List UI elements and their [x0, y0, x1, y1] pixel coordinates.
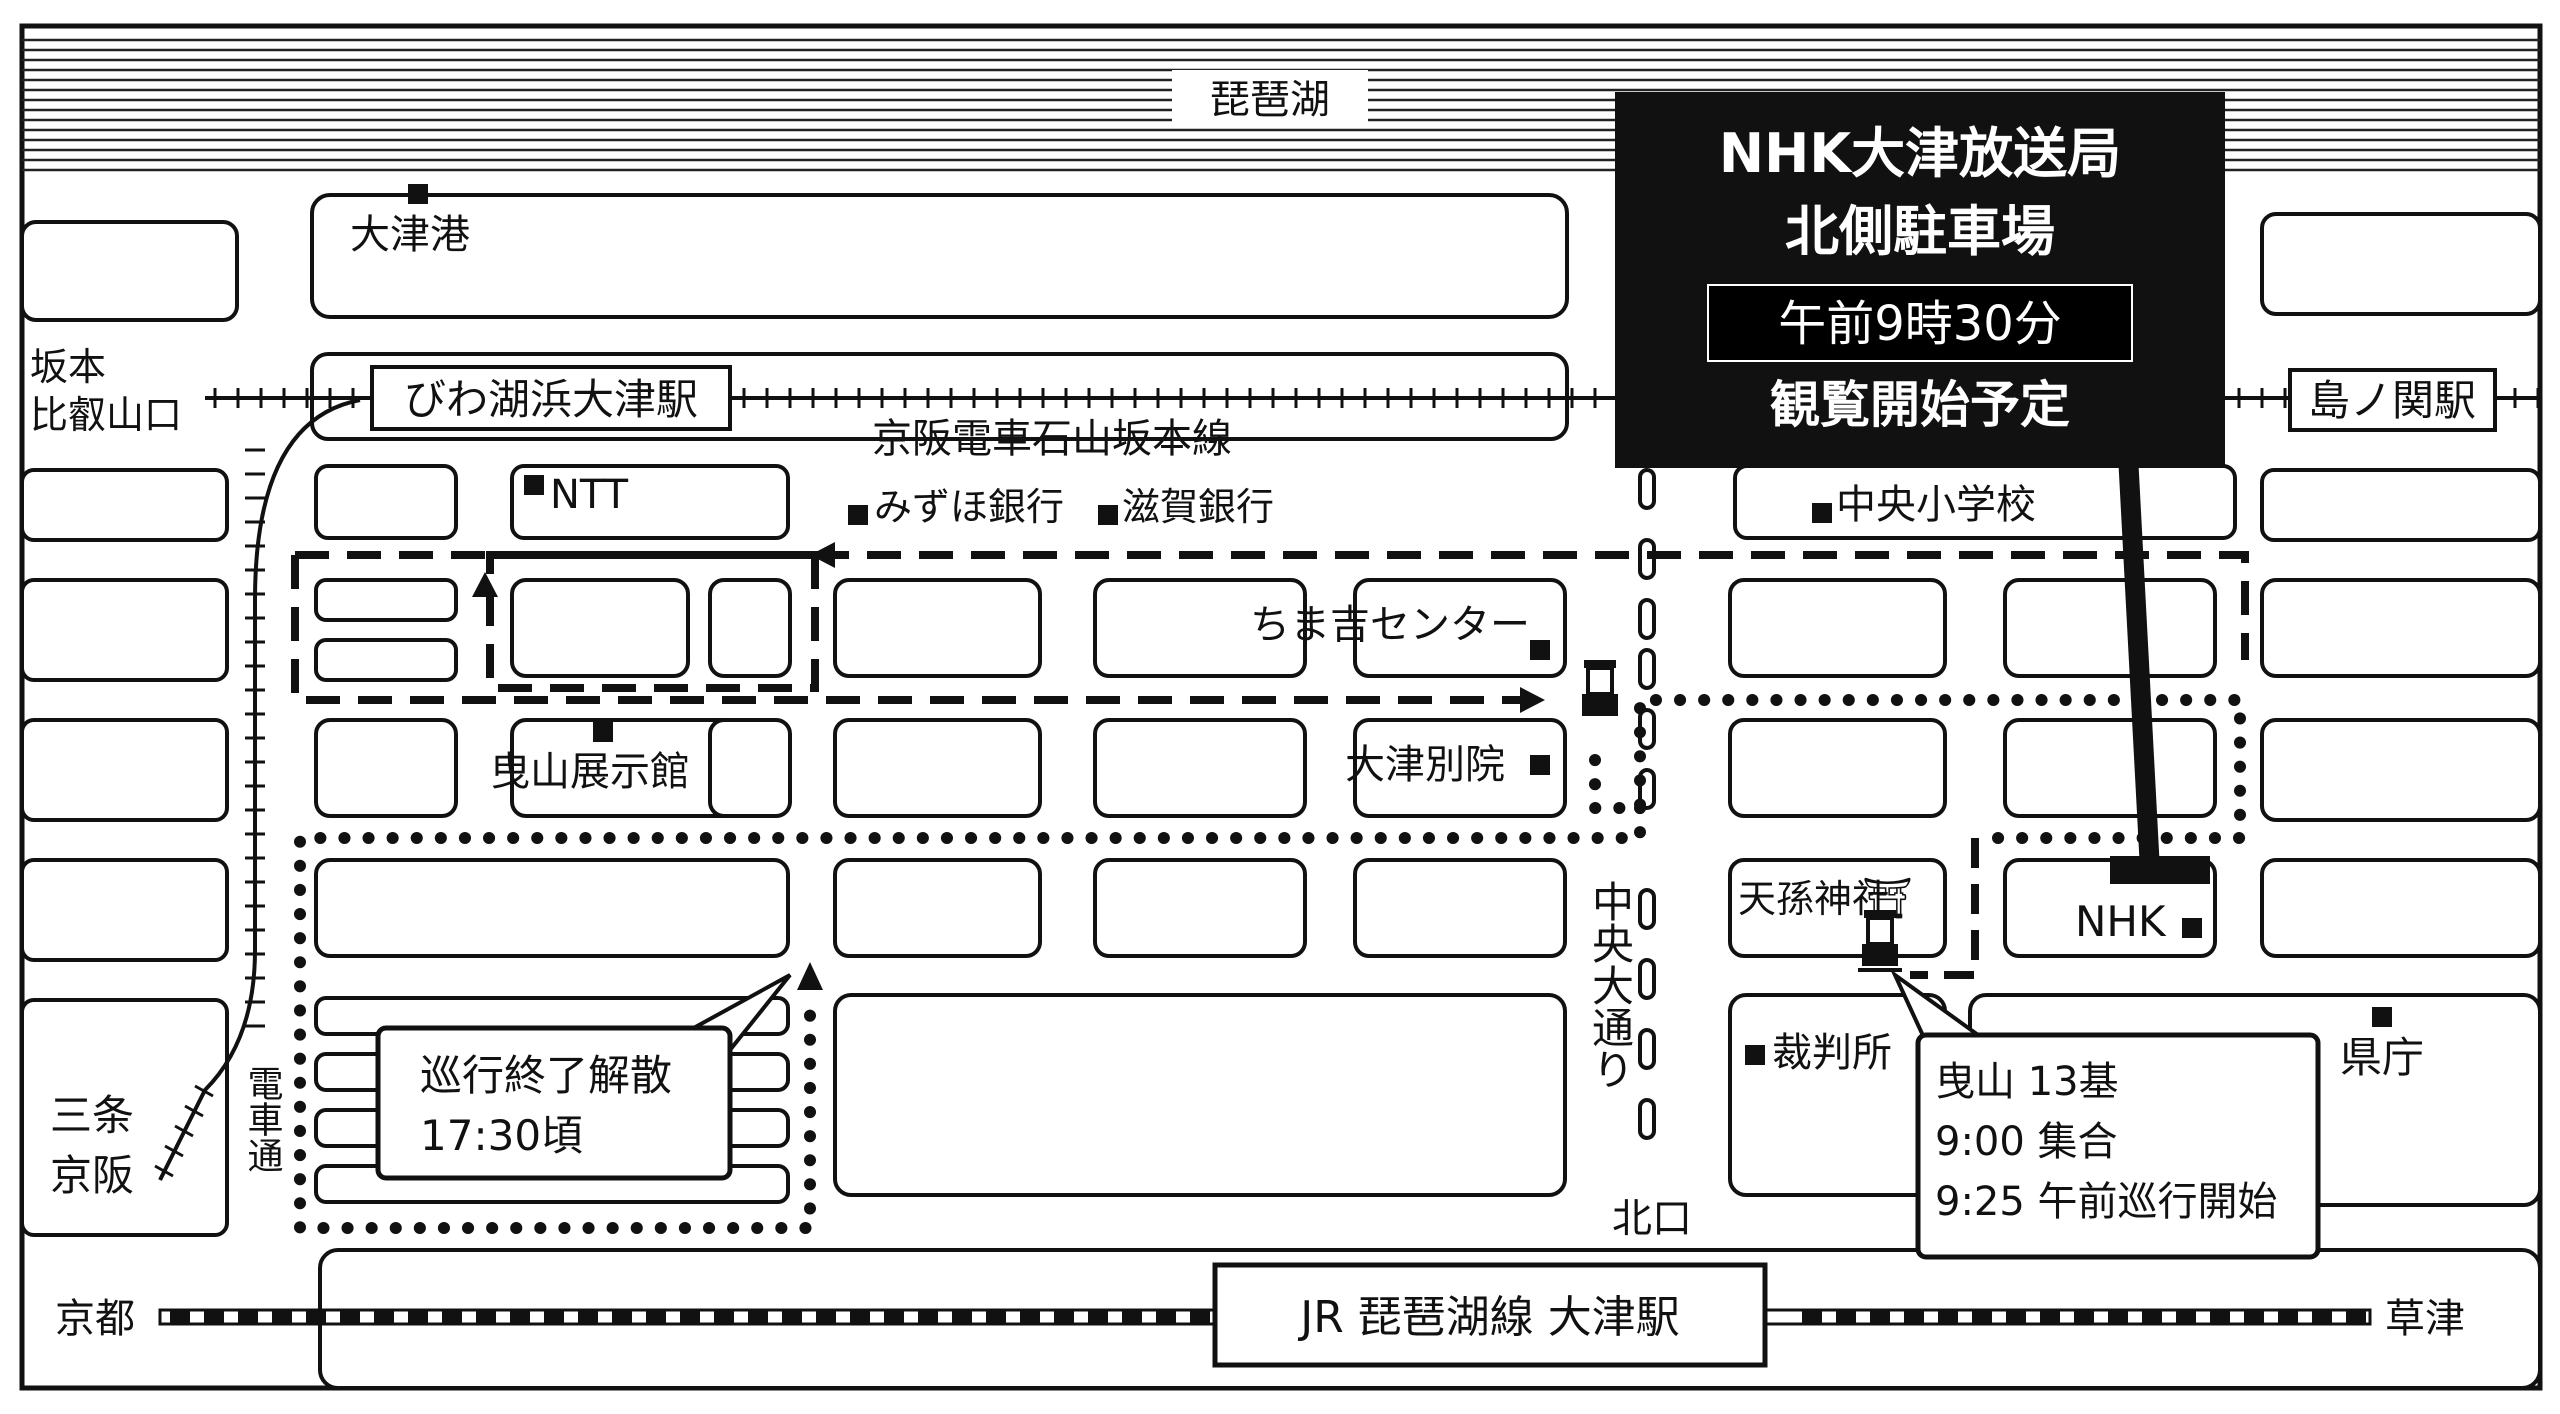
arrow-icon: [810, 542, 835, 568]
arrow-icon: [797, 962, 823, 990]
densha-dori-label: 電車通: [242, 1065, 283, 1173]
dir-hieizanguchi: 比叡山口: [30, 393, 182, 437]
marker-square-icon: [1530, 640, 1550, 660]
lake-label: 琵琶湖: [1210, 77, 1330, 123]
place-nhk: NHK: [2075, 897, 2167, 946]
place-mizuho: みずほ銀行: [874, 485, 1064, 529]
marker-square-icon: [593, 722, 613, 742]
marker-square-icon: [2182, 918, 2202, 938]
dir-kusatsu: 草津: [2385, 1296, 2465, 1342]
keihan-branch-railway: [158, 398, 361, 1181]
keihan-line-name: 京阪電車石山坂本線: [872, 416, 1232, 462]
marker-square-icon: [1745, 1045, 1765, 1065]
station-shima-no-seki: 島ノ関駅: [2308, 376, 2476, 425]
end-callout-line2: 17:30頃: [420, 1111, 583, 1160]
nhk-callout-time: 午前9時30分: [1778, 296, 2062, 352]
nhk-callout-subtitle: 北側駐車場: [1785, 200, 2055, 263]
start-callout: [1915, 1032, 2321, 1260]
station-jr-otsu: JR 琵琶湖線 大津駅: [1297, 1292, 1680, 1343]
marker-square-icon: [1530, 755, 1550, 775]
dir-sakamoto: 坂本: [30, 345, 106, 389]
dir-kyoto: 京都: [55, 1296, 135, 1342]
nhk-callout: [1615, 92, 2225, 468]
dir-sanjo: 三条: [50, 1091, 134, 1140]
nhk-parking-marker: [2110, 856, 2210, 884]
chuo-odori-label: 中央大通り: [1586, 880, 1635, 1090]
place-otsu-betsuin: 大津別院: [1345, 742, 1505, 788]
route-arrows: [472, 542, 1545, 990]
parade-route-dashed: [291, 551, 2249, 704]
jr-railway-pattern: [170, 1310, 2366, 1324]
place-hikiyama-hall: 曳山展示館: [490, 749, 690, 795]
start-callout-line2: 9:00 集合: [1935, 1119, 2118, 1165]
start-callout-line3: 9:25 午前巡行開始: [1935, 1179, 2278, 1225]
marker-square-icon: [1098, 505, 1118, 525]
torii-icon: ⛩: [1862, 876, 1913, 922]
marker-square-icon: [408, 184, 428, 204]
place-chimakichi: ちま吉センター: [1250, 602, 1530, 648]
marker-square-icon: [524, 475, 544, 495]
float-icon: [1582, 660, 1618, 716]
nhk-callout-title: NHK大津放送局: [1719, 122, 2121, 185]
station-box-jr-otsu: [1212, 1262, 1768, 1368]
place-ntt: NTT: [550, 472, 629, 518]
place-prefecture: 県庁: [2340, 1033, 2424, 1082]
nhk-callout-note: 観覧開始予定: [1770, 376, 2070, 434]
place-kitaguchi: 北口: [1612, 1196, 1692, 1242]
marker-square-icon: [2372, 1007, 2392, 1027]
start-callout-line1: 曳山 13基: [1935, 1059, 2119, 1105]
place-chuo-elementary: 中央小学校: [1836, 482, 2036, 528]
station-box-shima-no-seki: [2288, 368, 2497, 432]
station-box-hama-otsu: [370, 365, 732, 431]
station-hama-otsu: びわ湖浜大津駅: [404, 375, 698, 424]
arrow-icon: [1520, 687, 1545, 713]
marker-square-icon: [1812, 503, 1832, 523]
place-tenson-shrine: 天孫神社: [1738, 877, 1890, 921]
arrow-icon: [472, 572, 498, 597]
float-icon: [1858, 910, 1902, 972]
place-markers: [408, 184, 2392, 1065]
place-shiga-bank: 滋賀銀行: [1122, 485, 1274, 529]
dir-keihan: 京阪: [50, 1151, 134, 1200]
end-callout-line1: 巡行終了解散: [420, 1051, 672, 1100]
nhk-pointer: [2118, 455, 2160, 870]
nhk-callout-time-box: [1707, 284, 2133, 362]
place-otsu-port: 大津港: [350, 212, 470, 258]
place-court: 裁判所: [1772, 1030, 1892, 1076]
parade-route-dotted: [294, 694, 2246, 1234]
end-callout: [375, 1025, 733, 1181]
marker-square-icon: [848, 505, 868, 525]
